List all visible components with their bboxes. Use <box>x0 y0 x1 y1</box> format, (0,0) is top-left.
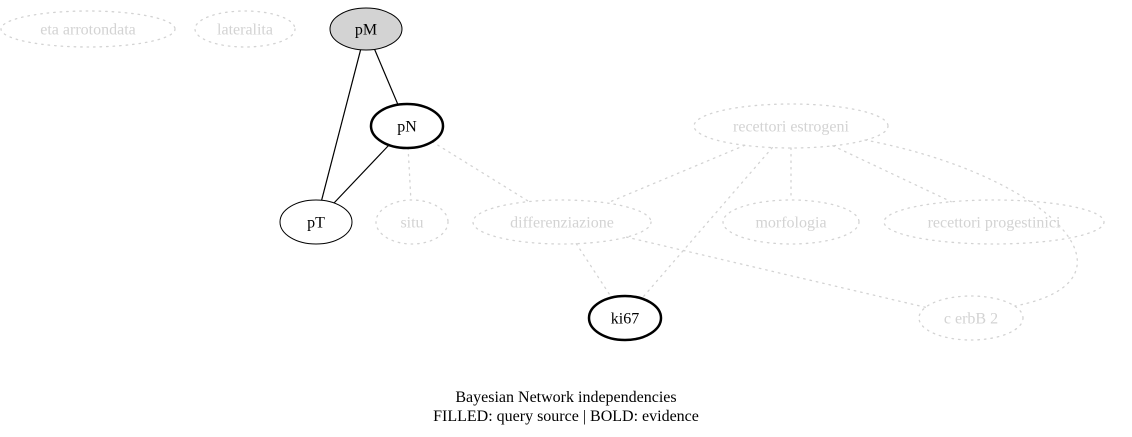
edge-pN-situ <box>407 147 412 201</box>
node-situ-label: situ <box>400 215 423 232</box>
node-recettori_estrogeni-label: recettori estrogeni <box>733 119 850 136</box>
edge-pN-pT <box>333 144 390 204</box>
node-pN-label: pN <box>397 119 417 136</box>
node-ki67-label: ki67 <box>611 311 639 328</box>
node-pT-label: pT <box>307 215 325 232</box>
edges-layer <box>321 49 1078 308</box>
node-differenziazione: differenziazione <box>472 199 652 245</box>
node-cerbB2-shape <box>918 295 1024 341</box>
node-ki67: ki67 <box>587 294 663 342</box>
edge-differenziazione-cerbB2 <box>625 236 927 308</box>
node-differenziazione-shape <box>472 199 652 245</box>
node-pT: pT <box>279 199 353 245</box>
node-eta-shape <box>0 10 176 48</box>
edge-pM-pN <box>374 49 399 105</box>
node-lateralita: lateralita <box>194 10 296 48</box>
node-morfologia: morfologia <box>722 199 860 245</box>
node-situ: situ <box>375 199 449 245</box>
node-recettori_progestinici: recettori progestinici <box>883 199 1105 245</box>
node-pM-label: pM <box>355 22 377 39</box>
edge-pN-differenziazione <box>431 141 530 203</box>
node-pM: pM <box>329 7 403 51</box>
node-eta: eta arrotondata <box>0 10 176 48</box>
edge-pM-pT <box>321 49 362 201</box>
node-pT-shape <box>279 199 353 245</box>
edge-recettori_estrogeni-recettori_progestinici <box>832 145 952 203</box>
node-lateralita-label: lateralita <box>217 22 273 39</box>
node-cerbB2: c erbB 2 <box>918 295 1024 341</box>
edge-recettori_estrogeni-cerbB2 <box>864 139 1078 307</box>
edge-recettori_estrogeni-differenziazione <box>606 144 746 204</box>
node-recettori_progestinici-label: recettori progestinici <box>928 215 1061 232</box>
node-eta-label: eta arrotondata <box>40 22 136 39</box>
node-pN-shape <box>369 102 445 150</box>
node-ki67-shape <box>587 294 663 342</box>
node-recettori_estrogeni-shape <box>693 103 889 149</box>
caption-legend: FILLED: query source | BOLD: evidence <box>433 408 699 425</box>
node-morfologia-shape <box>722 199 860 245</box>
node-differenziazione-label: differenziazione <box>510 215 614 232</box>
node-pM-shape <box>329 7 403 51</box>
node-lateralita-shape <box>194 10 296 48</box>
caption-title: Bayesian Network independencies <box>455 389 677 406</box>
node-cerbB2-label: c erbB 2 <box>944 311 998 328</box>
edge-differenziazione-ki67 <box>575 243 613 299</box>
nodes-layer: eta arrotondata lateralita pM pN recettori e… <box>0 7 1105 342</box>
node-pN: pN <box>369 102 445 150</box>
node-situ-shape <box>375 199 449 245</box>
edge-recettori_estrogeni-ki67 <box>641 146 773 300</box>
node-recettori_progestinici-shape <box>883 199 1105 245</box>
node-recettori_estrogeni: recettori estrogeni <box>693 103 889 149</box>
node-morfologia-label: morfologia <box>755 215 826 232</box>
graph-caption: Bayesian Network independencies FILLED: … <box>0 388 1132 426</box>
